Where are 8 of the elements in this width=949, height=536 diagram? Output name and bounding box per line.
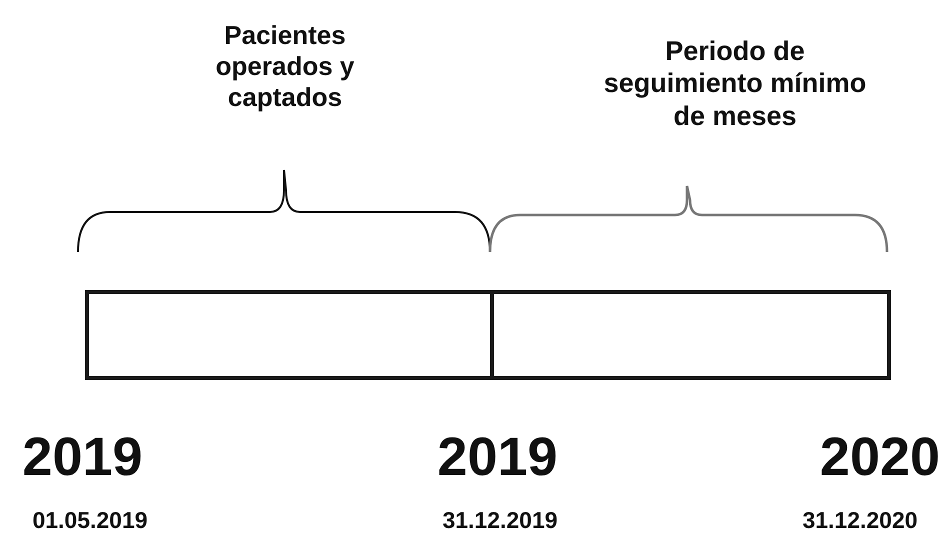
year-label: 2019 xyxy=(21,426,144,489)
date-label: 31.12.2020 xyxy=(801,507,919,535)
date-label: 31.12.2019 xyxy=(441,507,559,535)
period-label: Pacientes operados y captados xyxy=(214,20,356,114)
year-label: 2020 xyxy=(818,426,942,489)
period-label: Periodo de seguimiento mínimo de meses xyxy=(602,35,868,132)
date-label: 01.05.2019 xyxy=(31,507,149,535)
year-label: 2019 xyxy=(436,426,559,489)
